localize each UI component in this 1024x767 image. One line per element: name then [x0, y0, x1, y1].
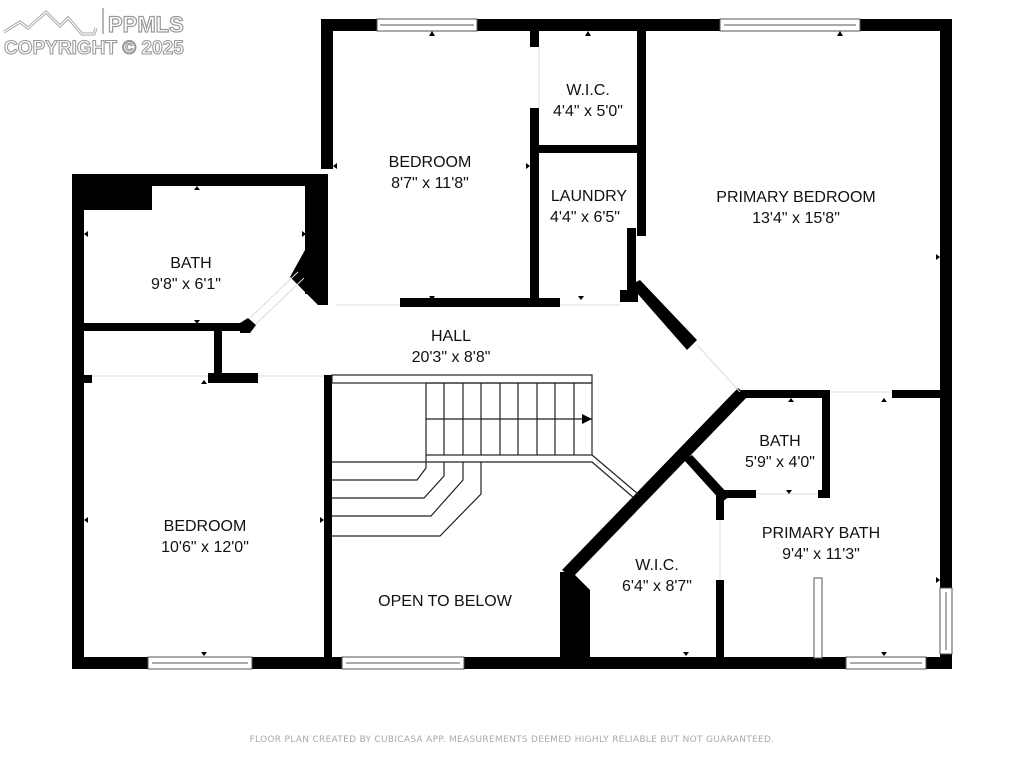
door-openings	[92, 47, 892, 580]
room-label-laundry: LAUNDRY 4'4" x 6'5"	[550, 188, 627, 226]
svg-text:LAUNDRY: LAUNDRY	[551, 188, 628, 205]
svg-text:4'4" x 5'0": 4'4" x 5'0"	[553, 103, 623, 120]
footer-disclaimer: FLOOR PLAN CREATED BY CUBICASA APP. MEAS…	[249, 735, 775, 745]
windows	[147, 18, 953, 670]
svg-text:BATH: BATH	[170, 255, 211, 272]
room-label-primary-bath: PRIMARY BATH 9'4" x 11'3"	[762, 525, 880, 563]
room-label-wic-lower: W.I.C. 6'4" x 8'7"	[622, 557, 692, 595]
svg-text:BATH: BATH	[759, 433, 800, 450]
svg-text:HALL: HALL	[431, 328, 471, 345]
svg-text:PRIMARY BATH: PRIMARY BATH	[762, 525, 880, 542]
room-label-bath-small: BATH 5'9" x 4'0"	[745, 433, 815, 471]
svg-text:BEDROOM: BEDROOM	[389, 154, 472, 171]
svg-text:BEDROOM: BEDROOM	[164, 518, 247, 535]
stair-direction-arrow-icon	[582, 414, 592, 424]
svg-text:8'7" x 11'8": 8'7" x 11'8"	[391, 175, 469, 192]
room-label-primary-bedroom: PRIMARY BEDROOM 13'4" x 15'8"	[716, 189, 875, 227]
svg-text:20'3" x 8'8": 20'3" x 8'8"	[412, 349, 491, 366]
room-label-hall: HALL 20'3" x 8'8"	[412, 328, 491, 366]
room-label-open-to-below: OPEN TO BELOW	[378, 593, 513, 610]
svg-text:9'8" x 6'1": 9'8" x 6'1"	[151, 276, 221, 293]
svg-text:W.I.C.: W.I.C.	[566, 82, 610, 99]
svg-text:6'4" x 8'7": 6'4" x 8'7"	[622, 578, 692, 595]
svg-text:5'9" x 4'0": 5'9" x 4'0"	[745, 454, 815, 471]
svg-text:10'6" x 12'0": 10'6" x 12'0"	[161, 539, 249, 556]
svg-text:13'4" x 15'8": 13'4" x 15'8"	[752, 210, 840, 227]
room-label-wic-upper: W.I.C. 4'4" x 5'0"	[553, 82, 623, 120]
copyright-notice: COPYRIGHT © 2025	[3, 37, 184, 59]
svg-text:4'4" x 6'5": 4'4" x 6'5"	[550, 209, 620, 226]
measurement-ticks	[84, 31, 940, 656]
room-label-bedroom-lower: BEDROOM 10'6" x 12'0"	[161, 518, 249, 556]
svg-text:W.I.C.: W.I.C.	[635, 557, 679, 574]
svg-text:PRIMARY BEDROOM: PRIMARY BEDROOM	[716, 189, 875, 206]
staircase	[331, 374, 639, 537]
mountain-logo-icon	[3, 8, 104, 36]
walls	[72, 19, 952, 669]
brand-name: PPMLS	[107, 11, 184, 37]
svg-text:OPEN TO BELOW: OPEN TO BELOW	[378, 593, 513, 610]
svg-text:9'4" x 11'3": 9'4" x 11'3"	[782, 546, 860, 563]
room-label-bath-left: BATH 9'8" x 6'1"	[151, 255, 221, 293]
room-label-bedroom-upper: BEDROOM 8'7" x 11'8"	[389, 154, 472, 192]
